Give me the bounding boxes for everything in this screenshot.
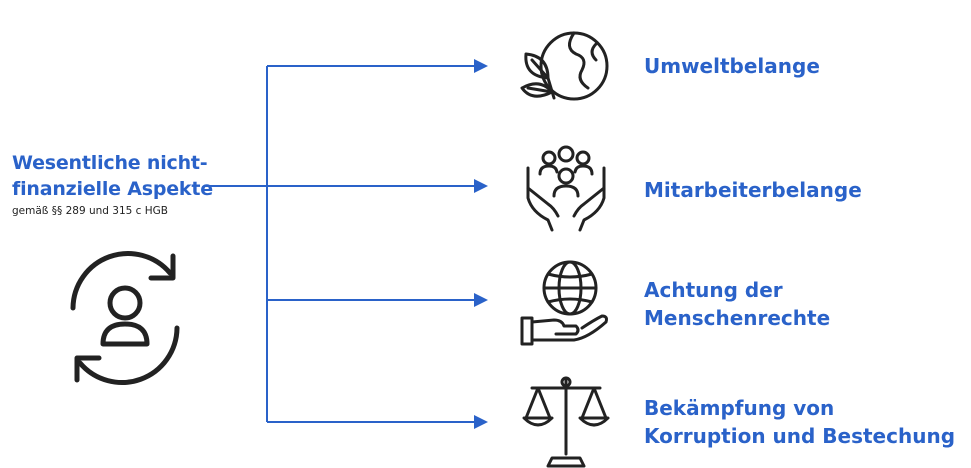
category-label-3-line-2: Menschenrechte — [644, 306, 831, 330]
category-label-4: Bekämpfung von Korruption und Bestechung — [644, 394, 955, 450]
globe-hand-icon — [520, 260, 608, 346]
arrow-head-2 — [474, 179, 488, 193]
arrow-head-3 — [474, 293, 488, 307]
category-label-4-line-2: Korruption und Bestechung — [644, 424, 956, 448]
category-label-3: Achtung der Menschenrechte — [644, 276, 830, 332]
arrow-head-1 — [474, 59, 488, 73]
category-label-3-line-1: Achtung der — [644, 278, 783, 302]
globe-leaves-icon — [520, 31, 609, 101]
category-label-2: Mitarbeiterbelange — [644, 178, 862, 202]
category-label-1: Umweltbelange — [644, 54, 820, 78]
title-line-1: Wesentliche nicht- — [12, 152, 208, 174]
people-hands-icon — [526, 145, 606, 232]
diagram-title: Wesentliche nicht- finanzielle Aspekte — [12, 150, 213, 202]
subtitle: gemäß §§ 289 und 315 c HGB — [12, 205, 168, 217]
arrow-head-4 — [474, 415, 488, 429]
person-cycle-icon — [70, 251, 180, 385]
category-label-4-line-1: Bekämpfung von — [644, 396, 835, 420]
title-line-2: finanzielle Aspekte — [12, 178, 213, 200]
scales-icon — [522, 376, 610, 468]
